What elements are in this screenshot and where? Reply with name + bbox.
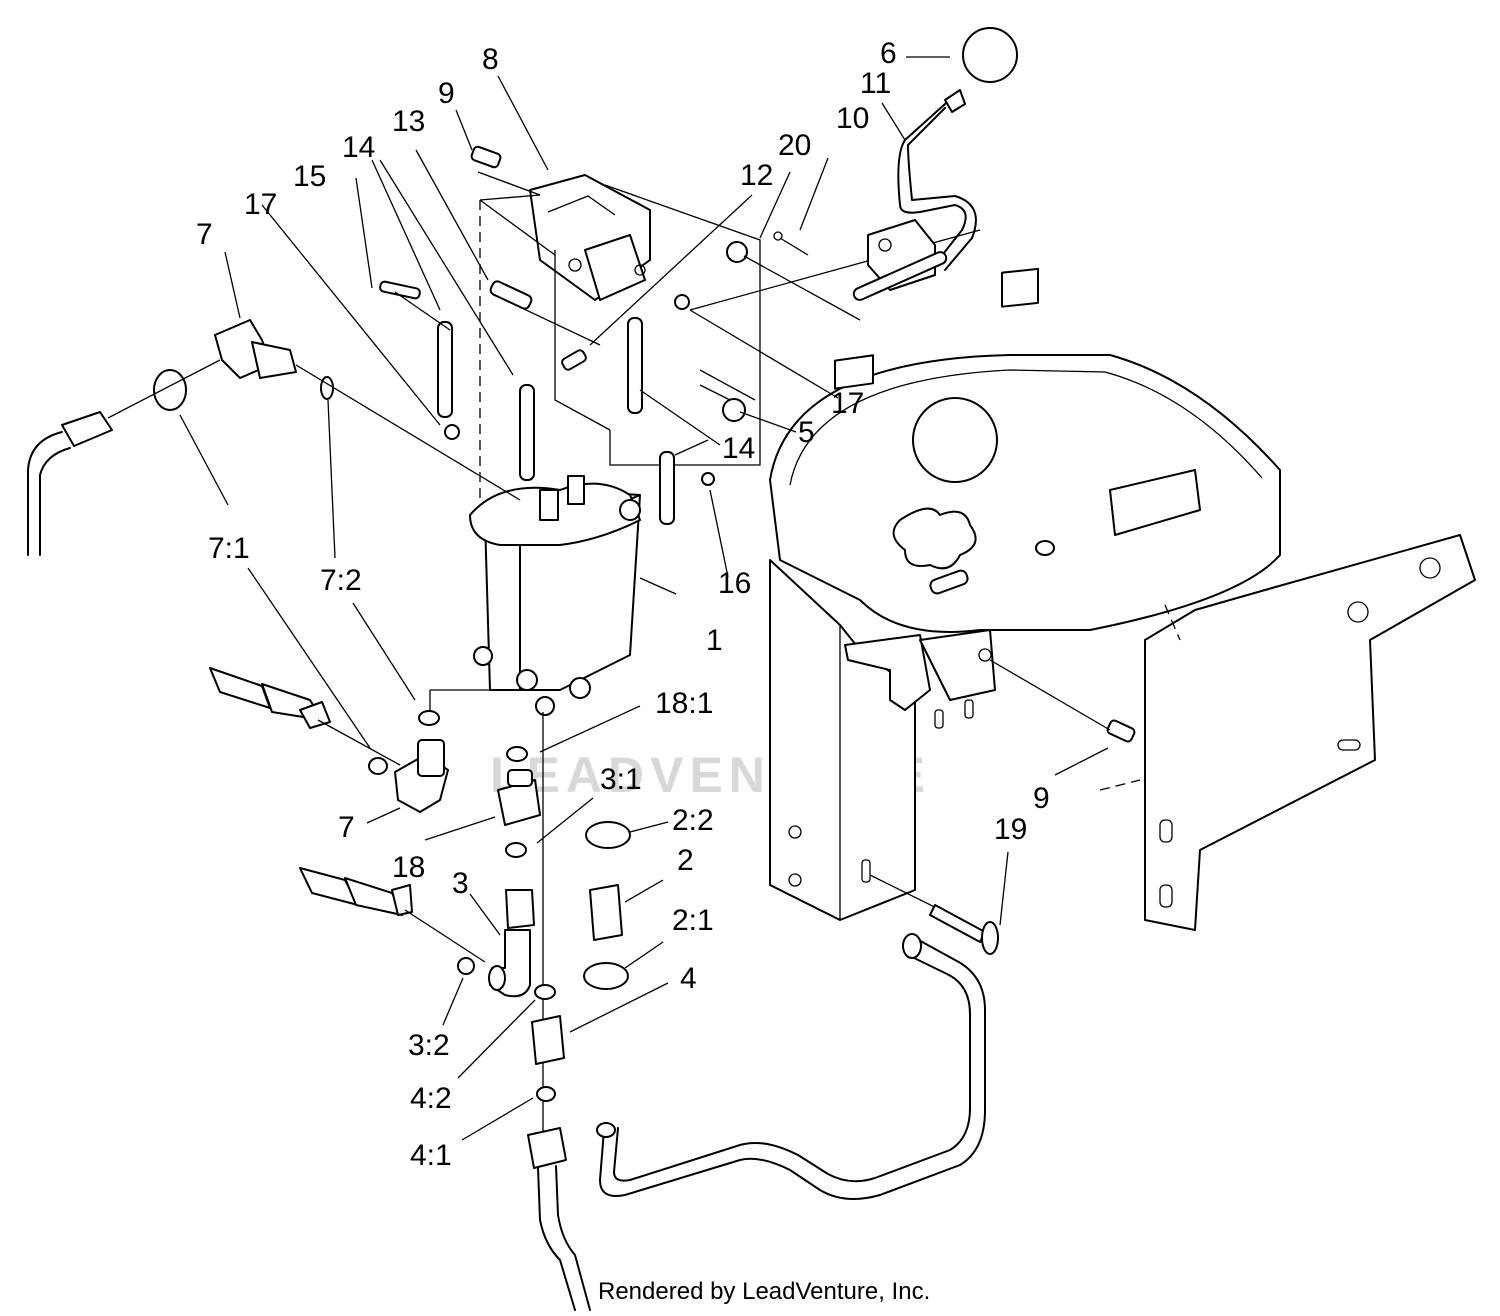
callout-7-1: 7:1	[208, 532, 250, 565]
callout-2: 2	[677, 844, 694, 877]
seat-support-frame	[769, 267, 1476, 931]
callout-4-2: 4:2	[410, 1082, 452, 1115]
callout-10: 10	[836, 102, 869, 135]
callout-13: 13	[392, 105, 425, 138]
callout-18-1: 18:1	[655, 687, 713, 720]
callout-9-top: 9	[438, 77, 455, 110]
upper-bracket	[529, 174, 651, 301]
callout-18: 18	[392, 851, 425, 884]
callout-17-left: 17	[244, 188, 277, 221]
lever-assembly	[773, 27, 1018, 301]
callout-15: 15	[293, 160, 326, 193]
callout-5: 5	[798, 416, 815, 449]
callout-8: 8	[482, 43, 499, 76]
plates	[479, 184, 761, 500]
callout-20: 20	[778, 129, 811, 162]
callout-7-bottom: 7	[338, 811, 355, 844]
callout-7-2: 7:2	[320, 564, 362, 597]
render-credit: Rendered by LeadVenture, Inc.	[598, 1278, 931, 1305]
callout-2-1: 2:1	[672, 904, 714, 937]
callout-7-top: 7	[196, 218, 213, 251]
links	[437, 317, 675, 525]
callout-6: 6	[880, 37, 897, 70]
control-valve	[469, 475, 641, 716]
bolt-19	[869, 874, 999, 955]
callout-17-right: 17	[831, 387, 864, 420]
callout-3-1: 3:1	[600, 763, 642, 796]
callout-19: 19	[994, 813, 1027, 846]
callout-16: 16	[718, 567, 751, 600]
callout-9-bottom: 9	[1033, 782, 1050, 815]
lower-fittings	[299, 712, 631, 1311]
leader-lines	[179, 56, 1109, 1141]
return-tube	[596, 933, 986, 1200]
callout-4-1: 4:1	[410, 1139, 452, 1172]
callout-3: 3	[452, 867, 469, 900]
callout-labels: 1 2 2:1 2:2 3 3:1 3:2 4 4:1 4:2 5 6 7 7 …	[196, 37, 1050, 1172]
callout-3-2: 3:2	[408, 1029, 450, 1062]
callout-2-2: 2:2	[672, 804, 714, 837]
callout-4: 4	[680, 962, 697, 995]
callout-12: 12	[740, 159, 773, 192]
left-fittings	[27, 319, 521, 813]
callout-14-top: 14	[342, 131, 375, 164]
callout-1: 1	[706, 624, 723, 657]
callout-11: 11	[860, 67, 891, 100]
callout-14-bottom: 14	[722, 432, 755, 465]
